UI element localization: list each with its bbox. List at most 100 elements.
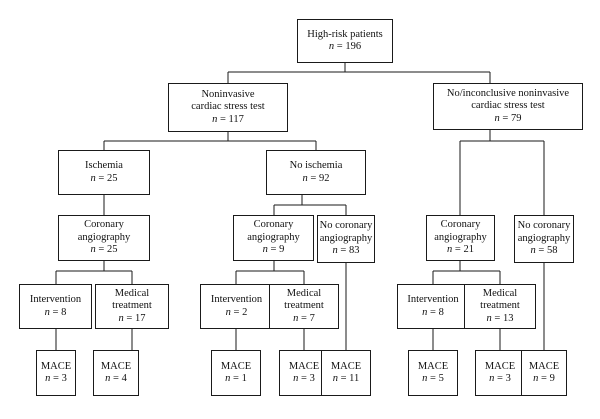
equals-sign: = (499, 112, 511, 124)
count-value: 7 (309, 312, 315, 324)
count-value: 8 (438, 306, 444, 318)
node-label: Medical (482, 287, 518, 299)
node-label: No coronary (319, 220, 373, 232)
node-count: n = 79 (495, 113, 522, 126)
node-count: n = 117 (212, 114, 244, 127)
count-value: 58 (546, 245, 558, 257)
node-label: Noninvasive (201, 88, 255, 100)
equals-sign: = (50, 373, 62, 384)
n-symbol: n (90, 244, 96, 256)
node-count: n = 8 (45, 307, 67, 320)
count-value: 9 (549, 373, 555, 384)
count-value: 4 (121, 373, 127, 384)
node-label: Ischemia (85, 160, 123, 171)
node-count: n = 25 (91, 244, 118, 257)
n-symbol: n (332, 373, 338, 384)
node-label: angiography (517, 232, 571, 244)
node-label: MACE (417, 360, 449, 372)
node-label: MACE (484, 360, 516, 372)
node-label: No ischemia (289, 160, 343, 171)
equals-sign: = (538, 373, 550, 384)
node-label: No/inconclusive noninvasive (446, 87, 570, 99)
count-value: 13 (502, 312, 514, 324)
n-symbol: n (118, 312, 124, 324)
n-symbol: n (332, 245, 338, 257)
node-count: n = 13 (487, 313, 514, 326)
n-symbol: n (212, 113, 218, 125)
node-count: n = 3 (45, 373, 67, 386)
equals-sign: = (298, 373, 310, 384)
equals-sign: = (334, 41, 346, 52)
node-label: Medical (286, 287, 322, 299)
node-label: MACE (220, 360, 252, 372)
count-value: 83 (348, 245, 360, 257)
count-value: 196 (345, 41, 362, 52)
equals-sign: = (95, 172, 107, 184)
equals-sign: = (452, 244, 464, 256)
node-label: High-risk patients (307, 28, 383, 40)
count-value: 5 (438, 373, 444, 384)
node-count: n = 5 (422, 373, 444, 386)
count-value: 25 (106, 244, 118, 256)
count-value: 92 (318, 172, 330, 184)
count-value: 21 (463, 244, 474, 256)
count-value: 1 (241, 373, 247, 384)
node-label: Coronary (84, 219, 124, 231)
count-value: 3 (309, 373, 315, 384)
equals-sign: = (110, 373, 122, 384)
node-label: Medical (114, 287, 150, 299)
n-symbol: n (530, 245, 536, 257)
equals-sign: = (427, 306, 439, 318)
equals-sign: = (267, 244, 280, 256)
n-symbol: n (105, 373, 111, 384)
count-value: 2 (242, 306, 248, 318)
node-label: Intervention (407, 294, 459, 305)
node-count: n = 9 (263, 244, 285, 257)
n-symbol: n (486, 312, 492, 324)
count-value: 9 (279, 244, 285, 256)
count-value: 3 (61, 373, 67, 384)
equals-sign: = (298, 312, 310, 324)
n-symbol: n (447, 244, 453, 256)
n-symbol: n (45, 373, 51, 384)
node-label: cardiac stress test (471, 100, 545, 112)
n-symbol: n (293, 373, 299, 384)
node-label: angiography (77, 231, 131, 243)
n-symbol: n (489, 373, 495, 384)
equals-sign: = (337, 373, 350, 384)
node-count: n = 9 (533, 373, 555, 386)
equals-sign: = (535, 245, 547, 257)
node-count: n = 21 (447, 244, 474, 257)
node-label: angiography (434, 231, 487, 243)
equals-sign: = (230, 373, 242, 384)
equals-sign: = (217, 113, 229, 125)
node-count: n = 17 (119, 313, 146, 326)
count-value: 11 (349, 373, 360, 384)
node-count: n = 58 (531, 245, 558, 258)
equals-sign: = (49, 306, 62, 318)
node-count: n = 8 (422, 307, 444, 320)
equals-sign: = (491, 312, 503, 324)
n-symbol: n (90, 172, 96, 184)
n-symbol: n (494, 112, 500, 124)
equals-sign: = (230, 306, 243, 318)
node-count: n = 83 (333, 245, 360, 258)
node-label: MACE (100, 360, 132, 372)
count-value: 3 (505, 373, 511, 384)
